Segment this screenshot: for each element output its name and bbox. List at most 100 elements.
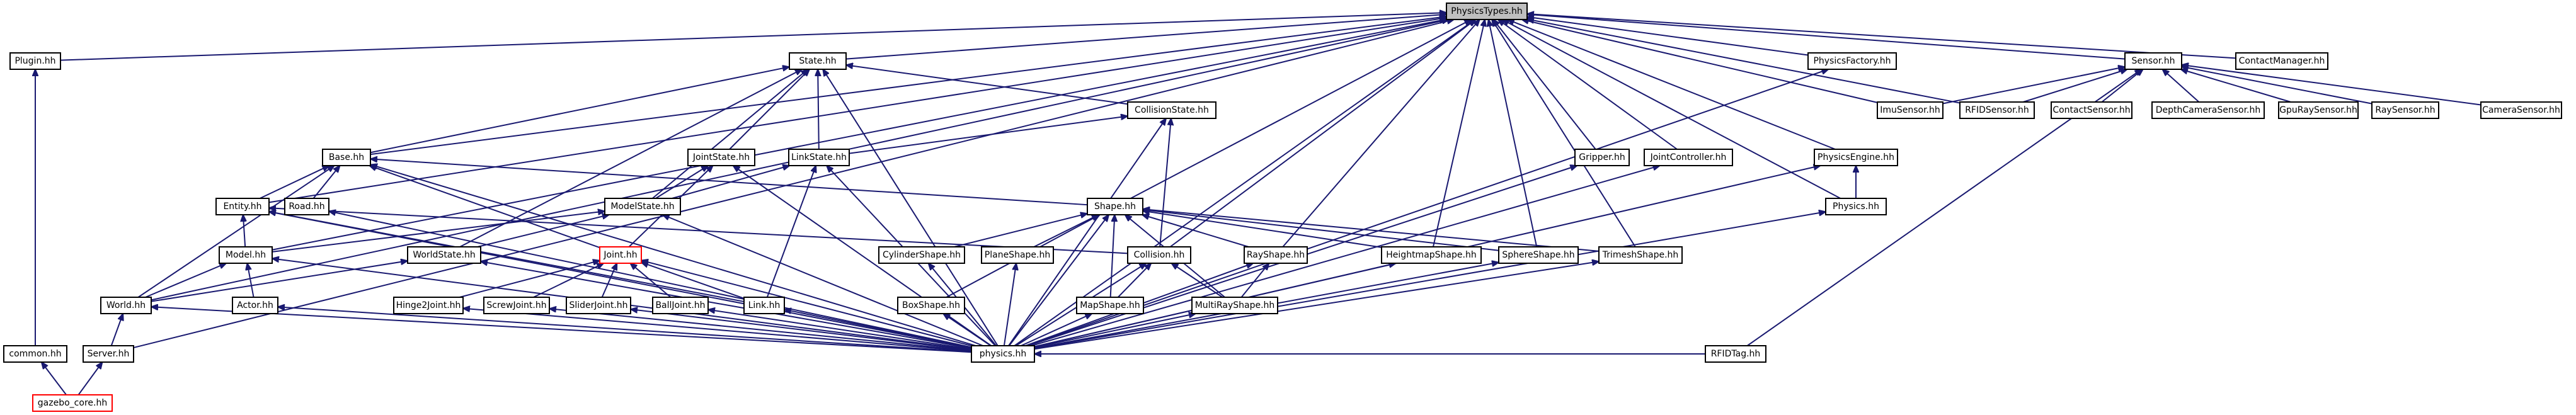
node-collisionstate[interactable]: CollisionState.hh bbox=[1127, 101, 1216, 119]
node-box-entity[interactable] bbox=[215, 198, 270, 215]
node-physics[interactable]: Physics.hh bbox=[1825, 198, 1887, 215]
node-collision[interactable]: Collision.hh bbox=[1127, 246, 1191, 264]
node-box-model[interactable] bbox=[219, 246, 273, 264]
node-box-raysensor[interactable] bbox=[2371, 101, 2439, 119]
node-box-cylindershape[interactable] bbox=[878, 246, 965, 264]
node-box-gripper[interactable] bbox=[1574, 149, 1630, 166]
node-road[interactable]: Road.hh bbox=[284, 198, 329, 215]
node-box-base[interactable] bbox=[322, 149, 371, 166]
node-link[interactable]: Link.hh bbox=[743, 297, 785, 314]
node-box-trimeshshape[interactable] bbox=[1598, 246, 1683, 264]
node-box-collisionstate[interactable] bbox=[1127, 101, 1216, 119]
node-trimeshshape[interactable]: TrimeshShape.hh bbox=[1598, 246, 1683, 264]
node-box-mapshape[interactable] bbox=[1076, 297, 1144, 314]
node-box-link[interactable] bbox=[743, 297, 785, 314]
node-gripper[interactable]: Gripper.hh bbox=[1574, 149, 1630, 166]
node-box-jointcontroller[interactable] bbox=[1644, 149, 1733, 166]
node-base[interactable]: Base.hh bbox=[322, 149, 371, 166]
node-box-worldstate[interactable] bbox=[407, 246, 481, 264]
node-box-shape[interactable] bbox=[1087, 198, 1143, 215]
node-boxshape[interactable]: BoxShape.hh bbox=[897, 297, 965, 314]
node-box-physicstypes[interactable] bbox=[1446, 3, 1528, 20]
node-physicstypes[interactable]: PhysicsTypes.hh bbox=[1446, 3, 1528, 20]
node-box-jointstate[interactable] bbox=[687, 149, 755, 166]
node-box-depthcamerasensor[interactable] bbox=[2151, 101, 2265, 119]
node-linkstate[interactable]: LinkState.hh bbox=[788, 149, 850, 166]
node-box-linkstate[interactable] bbox=[788, 149, 850, 166]
node-box-collision[interactable] bbox=[1127, 246, 1191, 264]
node-world[interactable]: World.hh bbox=[100, 297, 152, 314]
node-actor[interactable]: Actor.hh bbox=[232, 297, 278, 314]
node-camerasensor[interactable]: CameraSensor.hh bbox=[2480, 101, 2562, 119]
node-box-plugin[interactable] bbox=[9, 52, 61, 70]
node-box-state[interactable] bbox=[789, 52, 847, 70]
node-box-hinge2joint[interactable] bbox=[393, 297, 464, 314]
node-gpuraysensor[interactable]: GpuRaySensor.hh bbox=[2278, 101, 2359, 119]
node-heightmapshape[interactable]: HeightmapShape.hh bbox=[1381, 246, 1482, 264]
node-box-boxshape[interactable] bbox=[897, 297, 965, 314]
node-shape[interactable]: Shape.hh bbox=[1087, 198, 1143, 215]
node-gazebo_core[interactable]: gazebo_core.hh bbox=[32, 394, 113, 412]
node-raysensor[interactable]: RaySensor.hh bbox=[2371, 101, 2439, 119]
node-box-balljoint[interactable] bbox=[652, 297, 709, 314]
node-box-camerasensor[interactable] bbox=[2480, 101, 2562, 119]
node-depthcamerasensor[interactable]: DepthCameraSensor.hh bbox=[2151, 101, 2265, 119]
node-box-contactmanager[interactable] bbox=[2235, 52, 2328, 70]
node-box-sphereshape[interactable] bbox=[1498, 246, 1579, 264]
node-box-physics[interactable] bbox=[1825, 198, 1887, 215]
node-box-contactsensor[interactable] bbox=[2051, 101, 2132, 119]
node-rayshape[interactable]: RayShape.hh bbox=[1244, 246, 1308, 264]
node-worldstate[interactable]: WorldState.hh bbox=[407, 246, 481, 264]
node-box-server[interactable] bbox=[83, 345, 134, 363]
node-mapshape[interactable]: MapShape.hh bbox=[1076, 297, 1144, 314]
node-rfidsensor[interactable]: RFIDSensor.hh bbox=[1959, 101, 2035, 119]
node-box-multirayshape[interactable] bbox=[1191, 297, 1278, 314]
node-server[interactable]: Server.hh bbox=[83, 345, 134, 363]
node-box-heightmapshape[interactable] bbox=[1381, 246, 1482, 264]
node-balljoint[interactable]: BallJoint.hh bbox=[652, 297, 709, 314]
node-box-physicsfactory[interactable] bbox=[1807, 52, 1897, 70]
node-physicsengine[interactable]: PhysicsEngine.hh bbox=[1814, 149, 1898, 166]
node-physicsfactory[interactable]: PhysicsFactory.hh bbox=[1807, 52, 1897, 70]
node-box-sensor[interactable] bbox=[2124, 52, 2182, 70]
node-box-physicsengine[interactable] bbox=[1814, 149, 1898, 166]
node-box-imusensor[interactable] bbox=[1877, 101, 1943, 119]
node-box-joint[interactable] bbox=[599, 246, 642, 264]
node-cylindershape[interactable]: CylinderShape.hh bbox=[878, 246, 965, 264]
node-box-gazebo_core[interactable] bbox=[32, 394, 113, 412]
node-joint[interactable]: Joint.hh bbox=[599, 246, 642, 264]
node-box-road[interactable] bbox=[284, 198, 329, 215]
node-sliderjoint[interactable]: SliderJoint.hh bbox=[566, 297, 631, 314]
node-plugin[interactable]: Plugin.hh bbox=[9, 52, 61, 70]
node-box-screwjoint[interactable] bbox=[483, 297, 550, 314]
node-box-physics_hh[interactable] bbox=[971, 345, 1035, 363]
node-model[interactable]: Model.hh bbox=[219, 246, 273, 264]
node-jointcontroller[interactable]: JointController.hh bbox=[1644, 149, 1733, 166]
node-box-rayshape[interactable] bbox=[1244, 246, 1308, 264]
node-state[interactable]: State.hh bbox=[789, 52, 847, 70]
node-box-modelstate[interactable] bbox=[604, 198, 681, 215]
node-planeshape[interactable]: PlaneShape.hh bbox=[981, 246, 1054, 264]
node-jointstate[interactable]: JointState.hh bbox=[687, 149, 755, 166]
node-box-gpuraysensor[interactable] bbox=[2278, 101, 2359, 119]
node-sensor[interactable]: Sensor.hh bbox=[2124, 52, 2182, 70]
node-box-actor[interactable] bbox=[232, 297, 278, 314]
node-box-rfidsensor[interactable] bbox=[1959, 101, 2035, 119]
node-imusensor[interactable]: ImuSensor.hh bbox=[1877, 101, 1943, 119]
node-modelstate[interactable]: ModelState.hh bbox=[604, 198, 681, 215]
node-hinge2joint[interactable]: Hinge2Joint.hh bbox=[393, 297, 464, 314]
node-common[interactable]: common.hh bbox=[3, 345, 67, 363]
node-contactsensor[interactable]: ContactSensor.hh bbox=[2051, 101, 2132, 119]
node-contactmanager[interactable]: ContactManager.hh bbox=[2235, 52, 2328, 70]
node-box-rfidtag[interactable] bbox=[1705, 345, 1766, 363]
node-box-world[interactable] bbox=[100, 297, 152, 314]
node-screwjoint[interactable]: ScrewJoint.hh bbox=[483, 297, 550, 314]
node-box-common[interactable] bbox=[3, 345, 67, 363]
node-box-sliderjoint[interactable] bbox=[566, 297, 631, 314]
node-sphereshape[interactable]: SphereShape.hh bbox=[1498, 246, 1579, 264]
node-box-planeshape[interactable] bbox=[981, 246, 1054, 264]
node-physics_hh[interactable]: physics.hh bbox=[971, 345, 1035, 363]
node-multirayshape[interactable]: MultiRayShape.hh bbox=[1191, 297, 1278, 314]
node-rfidtag[interactable]: RFIDTag.hh bbox=[1705, 345, 1766, 363]
node-entity[interactable]: Entity.hh bbox=[215, 198, 270, 215]
